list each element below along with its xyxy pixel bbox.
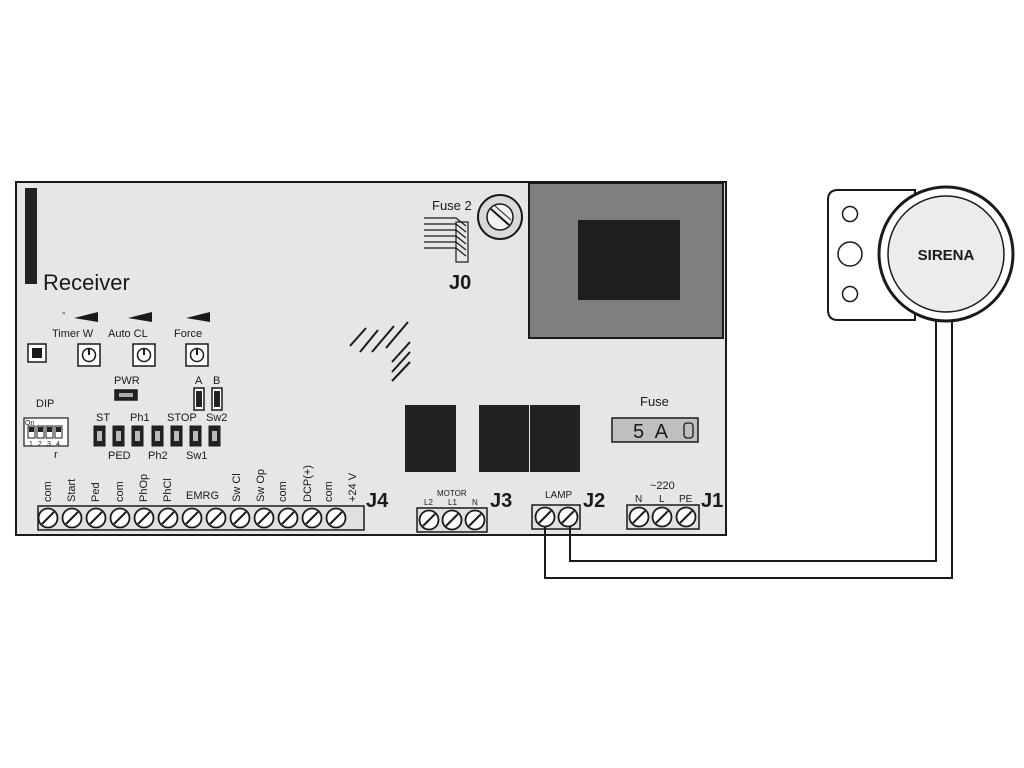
- dip-switch[interactable]: [23, 417, 69, 447]
- trimmer-auto-cl[interactable]: Auto CL: [108, 312, 156, 367]
- main-fuse: 5 A 0: [611, 417, 699, 443]
- pwr-label: PWR: [114, 375, 140, 387]
- j4-label-start: Start: [66, 479, 78, 502]
- trimmer-label-timer-w: Timer W: [52, 328, 94, 340]
- receiver-label: Receiver: [43, 270, 130, 295]
- j3-terminal-block[interactable]: [416, 507, 488, 533]
- dip-label: DIP: [36, 398, 54, 410]
- dip-number-3: 3: [47, 441, 51, 448]
- siren-wiring: [544, 320, 953, 579]
- jumper-b-label: B: [213, 375, 220, 387]
- led-label-sw2: Sw2: [206, 412, 227, 424]
- relay-3: [530, 405, 580, 472]
- led-label-ped: PED: [108, 450, 131, 462]
- j1-label-pe: PE: [679, 494, 693, 505]
- j4-label-phcl: PhCl: [162, 478, 174, 502]
- jumper-a[interactable]: [193, 387, 205, 411]
- led-label-stop: STOP: [167, 412, 197, 424]
- siren-label: SIRENA: [918, 247, 975, 264]
- dip-number-4: 4: [56, 441, 60, 448]
- hatch-marks: [349, 321, 411, 382]
- dip-number-1: 1: [29, 441, 33, 448]
- j4-label-com-3: com: [277, 481, 289, 502]
- dip-number-2: 2: [38, 441, 42, 448]
- j4-label-com-2: com: [114, 481, 126, 502]
- j4-label-ped: Ped: [90, 482, 102, 502]
- jumper-a-label: A: [195, 375, 203, 387]
- j3-label-l2: L2: [424, 498, 433, 507]
- j4-label-dcp: DCP(+): [302, 465, 314, 502]
- j2-terminal-block[interactable]: [531, 504, 581, 530]
- j3-label-n: N: [472, 498, 478, 507]
- j2-group-label: LAMP: [545, 490, 573, 501]
- j4-label-sw-cl: Sw Cl: [231, 473, 243, 502]
- j0-label: J0: [449, 272, 471, 294]
- led-label-sw1: Sw1: [186, 450, 207, 462]
- j4-label-emrg: EMRG: [186, 490, 219, 502]
- trimmer-force[interactable]: Force: [174, 312, 210, 367]
- j1-terminal-block[interactable]: [626, 504, 700, 530]
- fuse2-holder: [477, 194, 523, 240]
- fuse2-label: Fuse 2: [432, 198, 472, 213]
- trimmer-label-auto-cl: Auto CL: [108, 328, 148, 340]
- j3-name: J3: [490, 490, 512, 512]
- led-label-st: ST: [96, 412, 110, 424]
- j2-name: J2: [583, 490, 605, 512]
- trimmer-label-force: Force: [174, 328, 202, 340]
- trimmer-timer-w[interactable]: - Timer W: [52, 307, 101, 367]
- learn-button[interactable]: [27, 343, 47, 363]
- j4-terminal-labels: com Start Ped com PhOp PhCl EMRG Sw Cl S…: [42, 465, 359, 502]
- receiver-module: [25, 188, 37, 284]
- j3-group-label: MOTOR: [437, 489, 467, 498]
- dip-r-label: r: [54, 449, 58, 461]
- relay-2: [479, 405, 529, 472]
- fuse-value: 5 A: [633, 421, 671, 443]
- j4-label-24v: +24 V: [347, 472, 359, 502]
- transformer-core: [578, 220, 680, 300]
- j1-label-n: N: [635, 494, 642, 505]
- j4-terminal-block[interactable]: [37, 505, 365, 531]
- j3-label-l1: L1: [448, 498, 457, 507]
- j4-label-sw-op: Sw Op: [255, 469, 267, 502]
- relay-1: [405, 405, 456, 472]
- j1-label-l: L: [659, 494, 665, 505]
- j4-label-phop: PhOp: [138, 474, 150, 502]
- j4-name: J4: [366, 490, 389, 512]
- j4-label-com-1: com: [42, 481, 54, 502]
- j4-label-com-4: com: [323, 481, 335, 502]
- led-label-ph2: Ph2: [148, 450, 168, 462]
- j1-group-label: ~220: [650, 480, 675, 492]
- siren-device: SIRENA: [827, 185, 1015, 323]
- dip-on-label: On: [25, 420, 34, 427]
- trimmer-dash: -: [62, 307, 66, 319]
- fuse-mark: 0: [685, 424, 692, 439]
- j1-name: J1: [701, 490, 723, 512]
- jumper-b[interactable]: [211, 387, 223, 411]
- led-label-ph1: Ph1: [130, 412, 150, 424]
- j0-pin-header: [424, 217, 469, 263]
- fuse-label: Fuse: [640, 394, 669, 409]
